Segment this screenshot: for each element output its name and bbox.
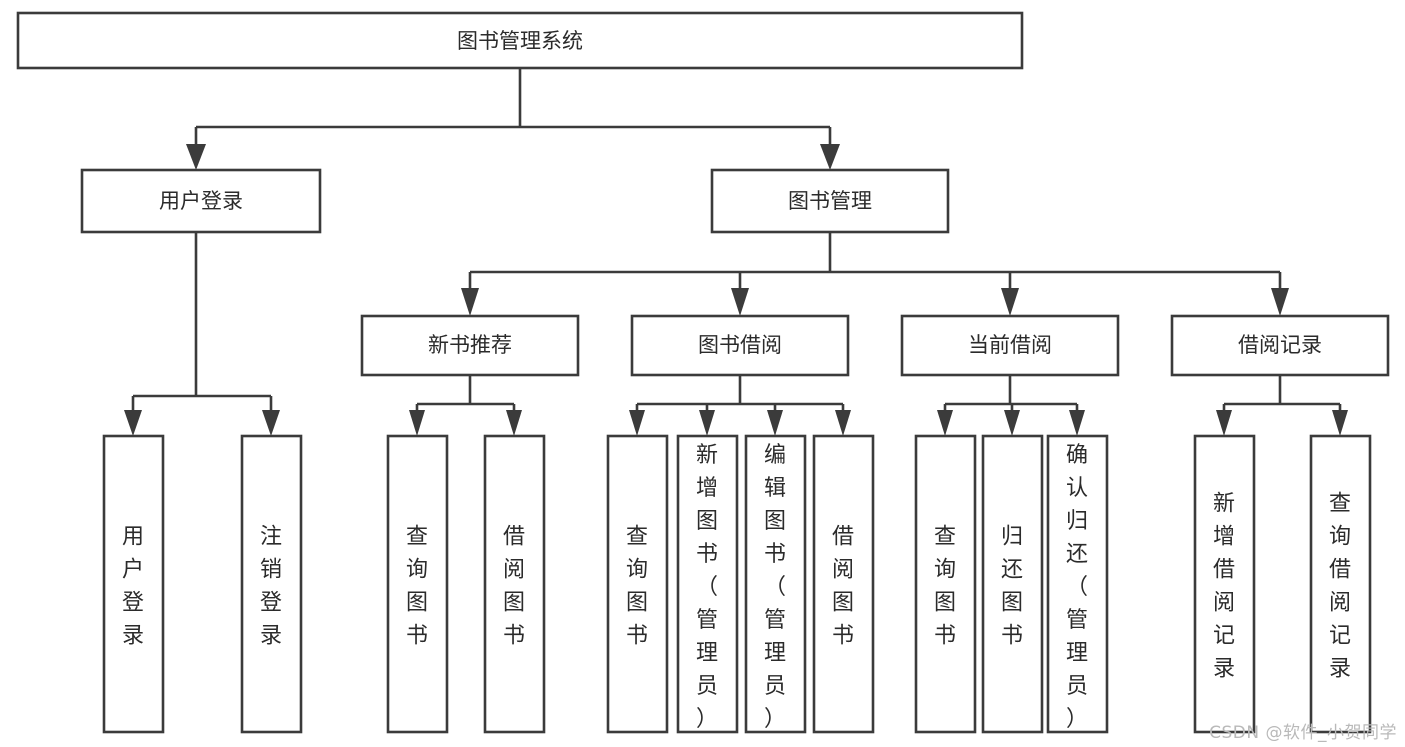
leaf-borrow-lend-box[interactable]: [812, 434, 875, 734]
leaf-logout[interactable]: 注销登录: [240, 434, 303, 734]
leaf-record-query[interactable]: 查询借阅记录: [1309, 434, 1372, 734]
leaf-current-return[interactable]: 归还图书: [981, 434, 1044, 734]
current-borrow-box[interactable]: [900, 314, 1120, 377]
leaf-current-confirm[interactable]: 确认归还（管理员）: [1046, 434, 1109, 734]
leaf-current-query-label: 查询图书: [934, 525, 956, 649]
borrow-record-box[interactable]: [1170, 314, 1390, 377]
arrow-to-book-mgmt: [820, 144, 840, 170]
leaf-borrow-edit-label: 编辑图书（管理员）: [764, 443, 786, 732]
leaf-logout-box[interactable]: [240, 434, 303, 734]
user-login-box[interactable]: [80, 168, 322, 234]
leaf-current-return-label: 归还图书: [1001, 525, 1023, 649]
arrow-currentborrow-leaf-1: [937, 410, 953, 436]
root-box[interactable]: [16, 11, 1024, 70]
leaf-record-add-label: 新增借阅记录: [1213, 492, 1235, 682]
csdn-watermark: CSDN @软件_小贺同学: [1209, 723, 1397, 743]
book-management-box[interactable]: [710, 168, 950, 234]
book-borrow-box[interactable]: [630, 314, 850, 377]
leaf-current-confirm-box[interactable]: [1046, 434, 1109, 734]
leaf-borrow-add-label: 新增图书（管理员）: [696, 443, 718, 732]
edges-group: [124, 68, 1348, 436]
root-label: 图书管理系统: [457, 29, 583, 53]
leaf-record-add-box[interactable]: [1193, 434, 1256, 734]
node-new-book-recommend[interactable]: 新书推荐: [360, 314, 580, 377]
node-user-login[interactable]: 用户登录: [80, 168, 322, 234]
node-book-management[interactable]: 图书管理: [710, 168, 950, 234]
leaf-newbook-borrow-label: 借阅图书: [503, 525, 525, 649]
arrow-newbook-leaf-1: [409, 410, 425, 436]
arrow-bookborrow-leaf-2: [699, 410, 715, 436]
leaf-user-login-label: 用户登录: [122, 525, 144, 649]
leaf-borrow-add[interactable]: 新增图书（管理员）: [676, 434, 739, 734]
leaf-borrow-query-label: 查询图书: [626, 525, 648, 649]
leaf-record-query-label: 查询借阅记录: [1329, 492, 1351, 682]
arrow-borrowrecord-leaf-2: [1332, 410, 1348, 436]
node-book-borrow[interactable]: 图书借阅: [630, 314, 850, 377]
arrow-bookborrow-leaf-1: [629, 410, 645, 436]
leaf-borrow-edit[interactable]: 编辑图书（管理员）: [744, 434, 807, 734]
leaf-borrow-add-box[interactable]: [676, 434, 739, 734]
arrow-bookborrow-leaf-3: [767, 410, 783, 436]
leaf-record-add[interactable]: 新增借阅记录: [1193, 434, 1256, 734]
arrow-to-book-borrow: [731, 288, 749, 316]
leaf-current-return-box[interactable]: [981, 434, 1044, 734]
node-borrow-record[interactable]: 借阅记录: [1170, 314, 1390, 377]
leaf-logout-label: 注销登录: [260, 525, 282, 649]
arrow-borrowrecord-leaf-1: [1216, 410, 1232, 436]
arrow-newbook-leaf-2: [506, 410, 522, 436]
leaf-current-confirm-label: 确认归还（管理员）: [1066, 443, 1088, 732]
leaf-newbook-borrow-box[interactable]: [483, 434, 546, 734]
arrow-currentborrow-leaf-2: [1004, 410, 1020, 436]
leaf-current-query[interactable]: 查询图书: [914, 434, 977, 734]
leaf-borrow-lend-label: 借阅图书: [832, 525, 854, 649]
leaf-newbook-query-label: 查询图书: [406, 525, 428, 649]
leaf-user-login-box[interactable]: [102, 434, 165, 734]
leaf-newbook-query-box[interactable]: [386, 434, 449, 734]
leaf-borrow-lend[interactable]: 借阅图书: [812, 434, 875, 734]
leaf-borrow-query-box[interactable]: [606, 434, 669, 734]
current-borrow-label: 当前借阅: [968, 333, 1052, 357]
arrow-to-current-borrow: [1001, 288, 1019, 316]
leaf-borrow-edit-box[interactable]: [744, 434, 807, 734]
arrow-to-leaf-user-login: [124, 410, 142, 436]
leaf-borrow-query[interactable]: 查询图书: [606, 434, 669, 734]
leaf-newbook-borrow[interactable]: 借阅图书: [483, 434, 546, 734]
arrow-to-leaf-logout: [262, 410, 280, 436]
book-borrow-label: 图书借阅: [698, 333, 782, 357]
leaf-record-query-box[interactable]: [1309, 434, 1372, 734]
node-root[interactable]: 图书管理系统: [16, 11, 1024, 70]
leaf-current-query-box[interactable]: [914, 434, 977, 734]
arrow-bookborrow-leaf-4: [835, 410, 851, 436]
arrow-currentborrow-leaf-3: [1069, 410, 1085, 436]
leaf-user-login[interactable]: 用户登录: [102, 434, 165, 734]
arrow-to-borrow-record: [1271, 288, 1289, 316]
book-management-label: 图书管理: [788, 189, 872, 213]
user-login-label: 用户登录: [159, 189, 243, 213]
node-current-borrow[interactable]: 当前借阅: [900, 314, 1120, 377]
borrow-record-label: 借阅记录: [1238, 333, 1322, 357]
leaf-newbook-query[interactable]: 查询图书: [386, 434, 449, 734]
arrow-to-user-login: [186, 144, 206, 170]
new-book-recommend-label: 新书推荐: [428, 333, 512, 357]
new-book-recommend-box[interactable]: [360, 314, 580, 377]
arrow-to-new-book: [461, 288, 479, 316]
